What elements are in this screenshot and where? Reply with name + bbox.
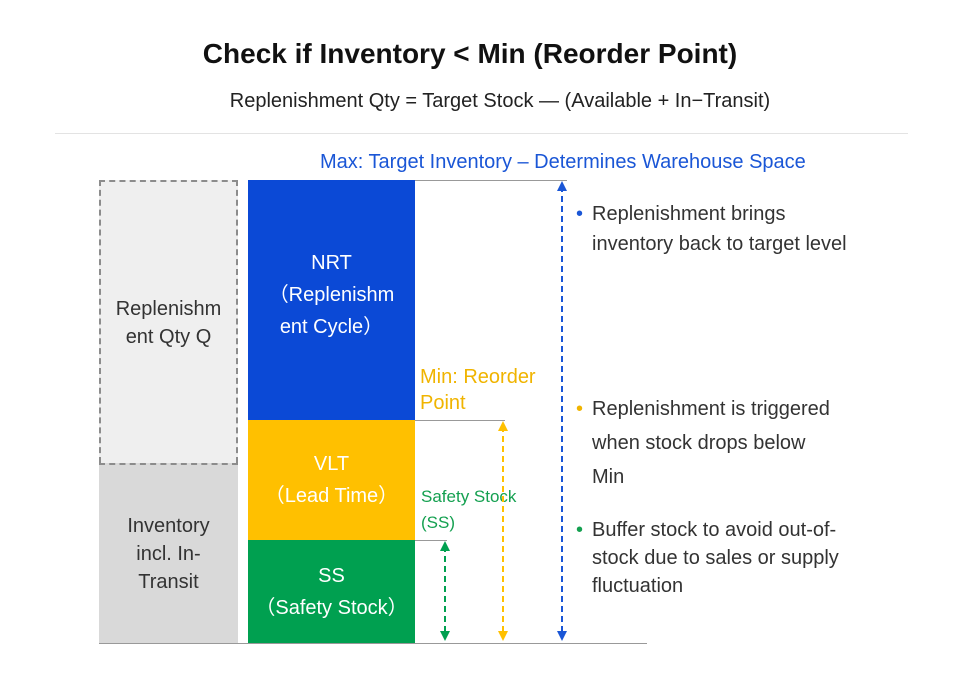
baseline: [99, 643, 647, 644]
inventory-text: Inventory incl. In- Transit: [127, 512, 209, 596]
min-level-line: [415, 420, 505, 421]
nrt-line2: （Replenishm: [268, 284, 395, 306]
ss-title: SS: [318, 564, 345, 587]
bullet-icon: •: [576, 398, 584, 420]
inventory-line2: incl. In-: [136, 543, 201, 565]
note-line: Replenishment brings: [592, 203, 786, 225]
page-subtitle: Replenishment Qty = Target Stock — (Avai…: [229, 90, 771, 112]
vlt-line2: （Lead Time）: [264, 485, 399, 507]
note-buffer-stock: • Buffer stock to avoid out-of- stock du…: [576, 516, 906, 600]
replenishment-qty-text: Replenishm ent Qty Q: [116, 295, 222, 351]
replenishment-qty-line1: Replenishm: [115, 297, 222, 320]
bullet-icon: •: [576, 203, 584, 225]
inventory-line3: Transit: [138, 571, 199, 593]
ss-level-line: [415, 540, 447, 541]
note-line: Buffer stock to avoid out-of-: [592, 519, 837, 541]
note-target-level: • Replenishment brings inventory back to…: [576, 199, 916, 259]
bullet-icon: •: [576, 519, 584, 541]
vlt-title: VLT: [313, 453, 350, 475]
note-line: fluctuation: [592, 575, 684, 597]
max-target-label: Max: Target Inventory – Determines Wareh…: [320, 151, 806, 173]
nrt-line3: ent Cycle）: [279, 316, 384, 338]
note-trigger: • Replenishment is triggered when stock …: [576, 392, 906, 494]
inventory-bar: Inventory incl. In- Transit: [99, 463, 238, 643]
note-line: Replenishment is triggered: [592, 398, 830, 420]
nrt-title: NRT: [311, 252, 352, 274]
note-line: Min: [592, 466, 625, 488]
replenishment-qty-line2: ent Qty Q: [125, 325, 212, 348]
page-title: Check if Inventory < Min (Reorder Point): [202, 38, 738, 69]
note-line: when stock drops below: [592, 432, 806, 454]
vlt-block: VLT （Lead Time）: [248, 420, 415, 540]
ss-block: SS （Safety Stock）: [248, 540, 415, 643]
max-level-line: [415, 180, 567, 181]
note-line: stock due to sales or supply: [592, 547, 839, 569]
min-reorder-label: Min: Reorder Point: [420, 366, 536, 414]
title-divider: [55, 133, 908, 134]
note-line: inventory back to target level: [592, 233, 847, 255]
ss-line2: （Safety Stock）: [255, 596, 408, 619]
nrt-block: NRT （Replenishm ent Cycle）: [248, 180, 415, 420]
replenishment-qty-bar: Replenishm ent Qty Q: [99, 180, 238, 463]
inventory-line1: Inventory: [127, 515, 210, 537]
